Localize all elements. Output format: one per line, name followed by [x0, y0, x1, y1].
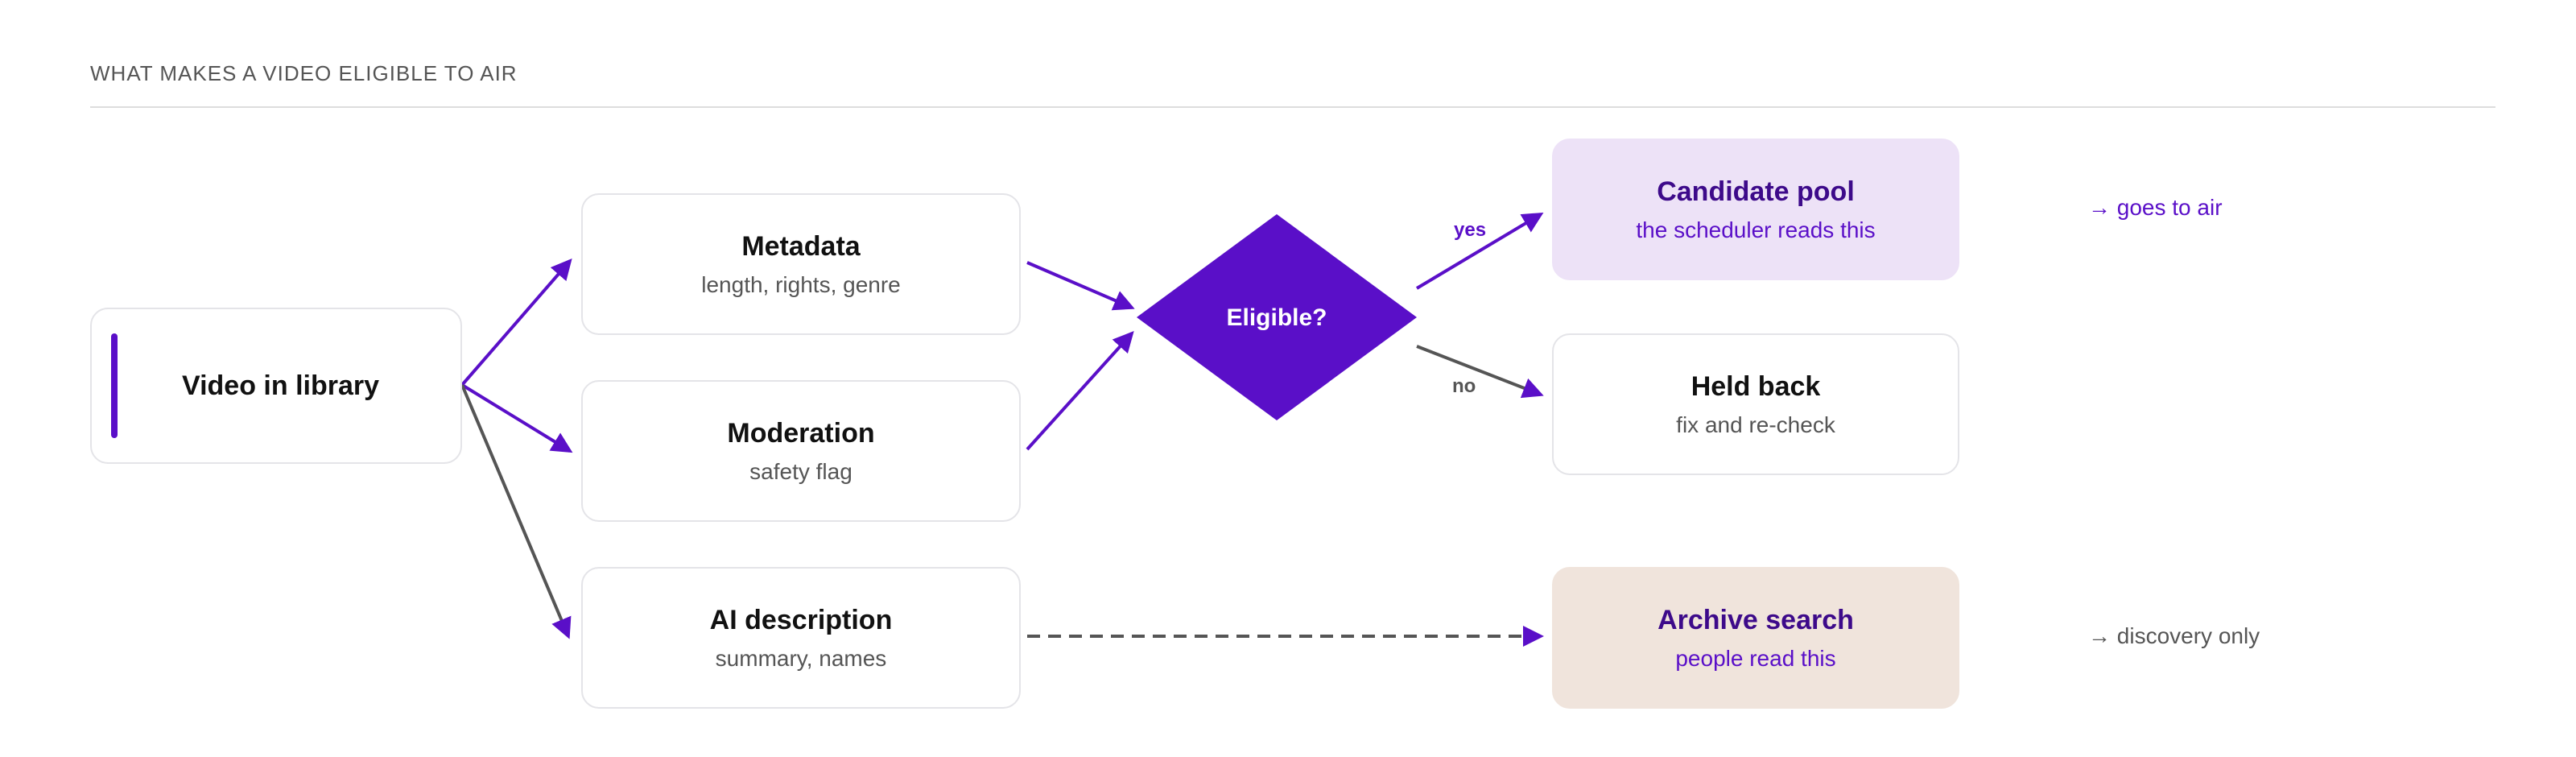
source-accent-bar: [111, 333, 118, 438]
note-goes-to-air: → goes to air: [2088, 195, 2223, 220]
diagram-title: WHAT MAKES A VIDEO ELIGIBLE TO AIR: [90, 61, 518, 85]
node-candidate-pool: Candidate pool the scheduler reads this: [1552, 139, 1959, 280]
edge-moderation-to-decision: [1026, 331, 1134, 451]
node-archive-search-sub: people read this: [1675, 645, 1836, 671]
node-archive-search: Archive search people read this: [1552, 567, 1959, 709]
node-video-in-library-label: Video in library: [182, 370, 380, 401]
edge-label-yes: yes: [1454, 219, 1487, 241]
node-held-back: Held back fix and re-check: [1552, 333, 1959, 475]
node-ai-description-sub: summary, names: [715, 645, 887, 671]
decision-diamond: [1137, 214, 1417, 420]
edge-source-to-ai-description: [460, 384, 572, 639]
node-metadata-sub: length, rights, genre: [701, 271, 901, 297]
edge-source-to-metadata: [460, 258, 572, 387]
node-candidate-pool-sub: the scheduler reads this: [1636, 217, 1876, 242]
node-moderation-sub: safety flag: [749, 458, 852, 484]
node-video-in-library: Video in library: [90, 308, 462, 464]
title-divider: [90, 106, 2496, 108]
node-ai-description: AI description summary, names: [581, 567, 1021, 709]
node-archive-search-label: Archive search: [1657, 604, 1854, 635]
node-moderation-label: Moderation: [727, 417, 875, 449]
node-moderation: Moderation safety flag: [581, 380, 1021, 522]
node-ai-description-label: AI description: [709, 604, 893, 635]
node-candidate-pool-label: Candidate pool: [1657, 176, 1855, 207]
node-held-back-sub: fix and re-check: [1676, 412, 1835, 437]
edge-label-no: no: [1452, 375, 1476, 397]
node-metadata: Metadata length, rights, genre: [581, 193, 1021, 335]
node-metadata-label: Metadata: [741, 230, 861, 262]
note-discovery-only: → discovery only: [2088, 623, 2260, 648]
decision-label: Eligible?: [1226, 304, 1327, 331]
edge-source-to-moderation: [460, 383, 573, 453]
edge-metadata-to-decision: [1026, 261, 1135, 311]
edge-yes-to-candidate-pool: [1415, 212, 1544, 290]
node-held-back-label: Held back: [1690, 370, 1821, 402]
edge-no-to-held-back: [1416, 345, 1544, 399]
